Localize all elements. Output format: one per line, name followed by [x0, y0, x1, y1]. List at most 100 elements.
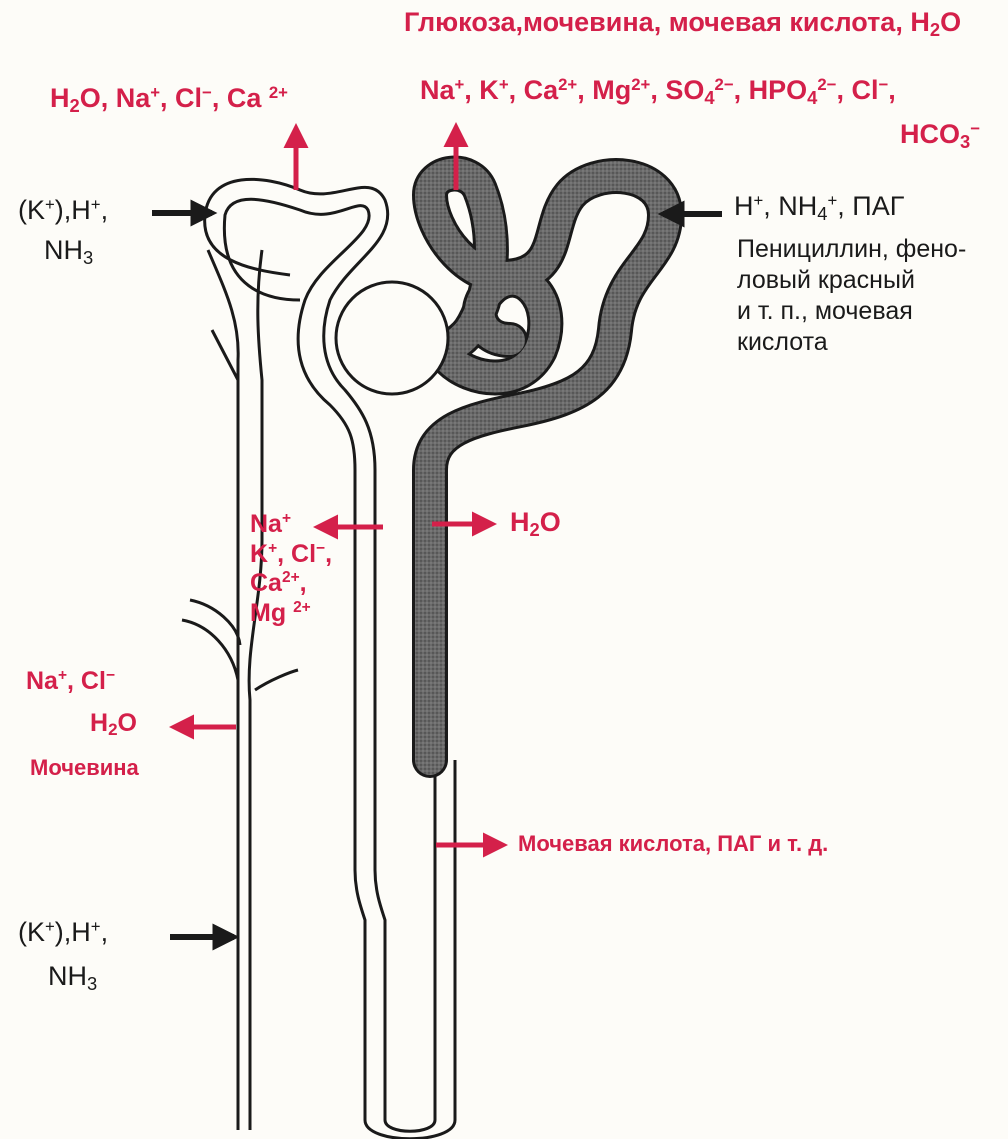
sup: 2+ — [631, 75, 650, 94]
nh: , NH — [763, 191, 817, 221]
sup: + — [58, 667, 67, 684]
label-left-bottom-line2: NH3 — [48, 962, 97, 990]
urea: Мочевина — [30, 755, 139, 780]
label-left-upper-line1: (K+),H+, — [18, 196, 108, 224]
sup: 2+ — [282, 569, 300, 586]
sup: 2− — [817, 75, 836, 94]
sup: + — [91, 195, 101, 214]
comma: , — [300, 569, 307, 597]
sup: + — [150, 83, 160, 102]
k: (K — [18, 195, 45, 225]
sup: + — [455, 75, 465, 94]
sub: 3 — [83, 247, 93, 268]
label-right-drugs: Пенициллин, фено- ловый красный и т. п.,… — [737, 234, 966, 358]
sup: 2+ — [293, 599, 311, 616]
sup: + — [45, 195, 55, 214]
label-top-right-line2: Na+, K+, Ca2+, Mg2+, SO42−, HPO42−, Cl−, — [420, 76, 896, 104]
mid-line3: Ca2+, — [250, 569, 332, 599]
label-top-right-line1: Глюкоза,мочевина, мочевая кислота, H2O — [404, 8, 961, 36]
label-mid-ions: Na+ K+, Cl−, Ca2+, Mg 2+ — [250, 510, 332, 628]
drugs-line2: ловый красный — [737, 265, 966, 296]
sub: 2 — [930, 19, 940, 40]
so: , SO — [650, 75, 704, 105]
sup: + — [282, 510, 291, 527]
label-top-left: H2O, Na+, Cl−, Ca 2+ — [50, 84, 288, 112]
hco: HCO — [900, 119, 960, 149]
mid-line2: K+, Cl−, — [250, 540, 332, 570]
drugs-line1: Пенициллин, фено- — [737, 234, 966, 265]
h: H — [90, 709, 108, 737]
label-top-right-line3: HCO3− — [900, 120, 980, 148]
sup: 2− — [715, 75, 734, 94]
label-left-lower-urea: Мочевина — [30, 756, 139, 779]
label-left-lower-line1: Na+, Cl− — [26, 668, 115, 694]
o: O — [540, 507, 561, 537]
h: H — [510, 507, 530, 537]
label-right-secretion: H+, NH4+, ПАГ — [734, 192, 904, 220]
nh: NH — [48, 961, 87, 991]
uric-acid: Мочевая кислота, ПАГ и т. д. — [518, 831, 828, 856]
sup: − — [316, 540, 325, 557]
sub: 3 — [960, 131, 970, 152]
comma: , — [325, 540, 332, 568]
sub: 2 — [530, 519, 540, 540]
o: O — [940, 7, 961, 37]
drugs-line4: кислота — [737, 327, 966, 358]
sup: + — [45, 917, 55, 936]
label-left-bottom-line1: (K+),H+, — [18, 918, 108, 946]
cl: , Cl — [67, 667, 106, 695]
glomerulus — [336, 282, 448, 394]
cl: , Cl — [836, 75, 878, 105]
o: O — [118, 709, 137, 737]
cl: , Cl — [160, 83, 202, 113]
label-mid-h2o: H2O — [510, 508, 561, 536]
h: ),H — [55, 917, 91, 947]
ca: , Ca — [212, 83, 262, 113]
na: Na — [26, 667, 58, 695]
na: O, Na — [80, 83, 151, 113]
ca: Ca — [250, 569, 282, 597]
comma: , — [101, 195, 109, 225]
sup: − — [202, 83, 212, 102]
sup: + — [91, 917, 101, 936]
k: (K — [18, 917, 45, 947]
sub: 3 — [87, 973, 97, 994]
cl: , Cl — [277, 540, 316, 568]
sup: + — [268, 540, 277, 557]
h2o: H2O — [910, 7, 961, 37]
h: H — [50, 83, 70, 113]
sub: 2 — [108, 720, 117, 739]
sup: 2+ — [558, 75, 577, 94]
comma: , — [101, 917, 109, 947]
ca: , Ca — [509, 75, 559, 105]
mg: Mg — [250, 599, 286, 627]
mid-line1: Na+ — [250, 510, 332, 540]
collecting-duct — [182, 250, 298, 1130]
text-glucose: Глюкоза,мочевина, мочевая кислота, — [404, 7, 903, 37]
label-bottom-right: Мочевая кислота, ПАГ и т. д. — [518, 832, 828, 855]
sup: − — [970, 119, 980, 138]
h: ),H — [55, 195, 91, 225]
sup: − — [878, 75, 888, 94]
sub: 4 — [704, 87, 714, 108]
sub: 2 — [70, 95, 80, 116]
pag: , ПАГ — [837, 191, 904, 221]
k: K — [250, 540, 268, 568]
nh: NH — [44, 235, 83, 265]
label-left-lower-line2: H2O — [90, 710, 137, 736]
sub: 4 — [817, 203, 827, 224]
na: Na — [420, 75, 455, 105]
mid-line4: Mg 2+ — [250, 599, 332, 629]
mg: , Mg — [577, 75, 631, 105]
label-left-upper-line2: NH3 — [44, 236, 93, 264]
sup: + — [499, 75, 509, 94]
drugs-line3: и т. п., мочевая — [737, 296, 966, 327]
k: , K — [464, 75, 499, 105]
sup: + — [828, 191, 838, 210]
h: H — [734, 191, 754, 221]
sup: 2+ — [269, 83, 288, 102]
sup: − — [106, 667, 115, 684]
hpo: , HPO — [734, 75, 808, 105]
